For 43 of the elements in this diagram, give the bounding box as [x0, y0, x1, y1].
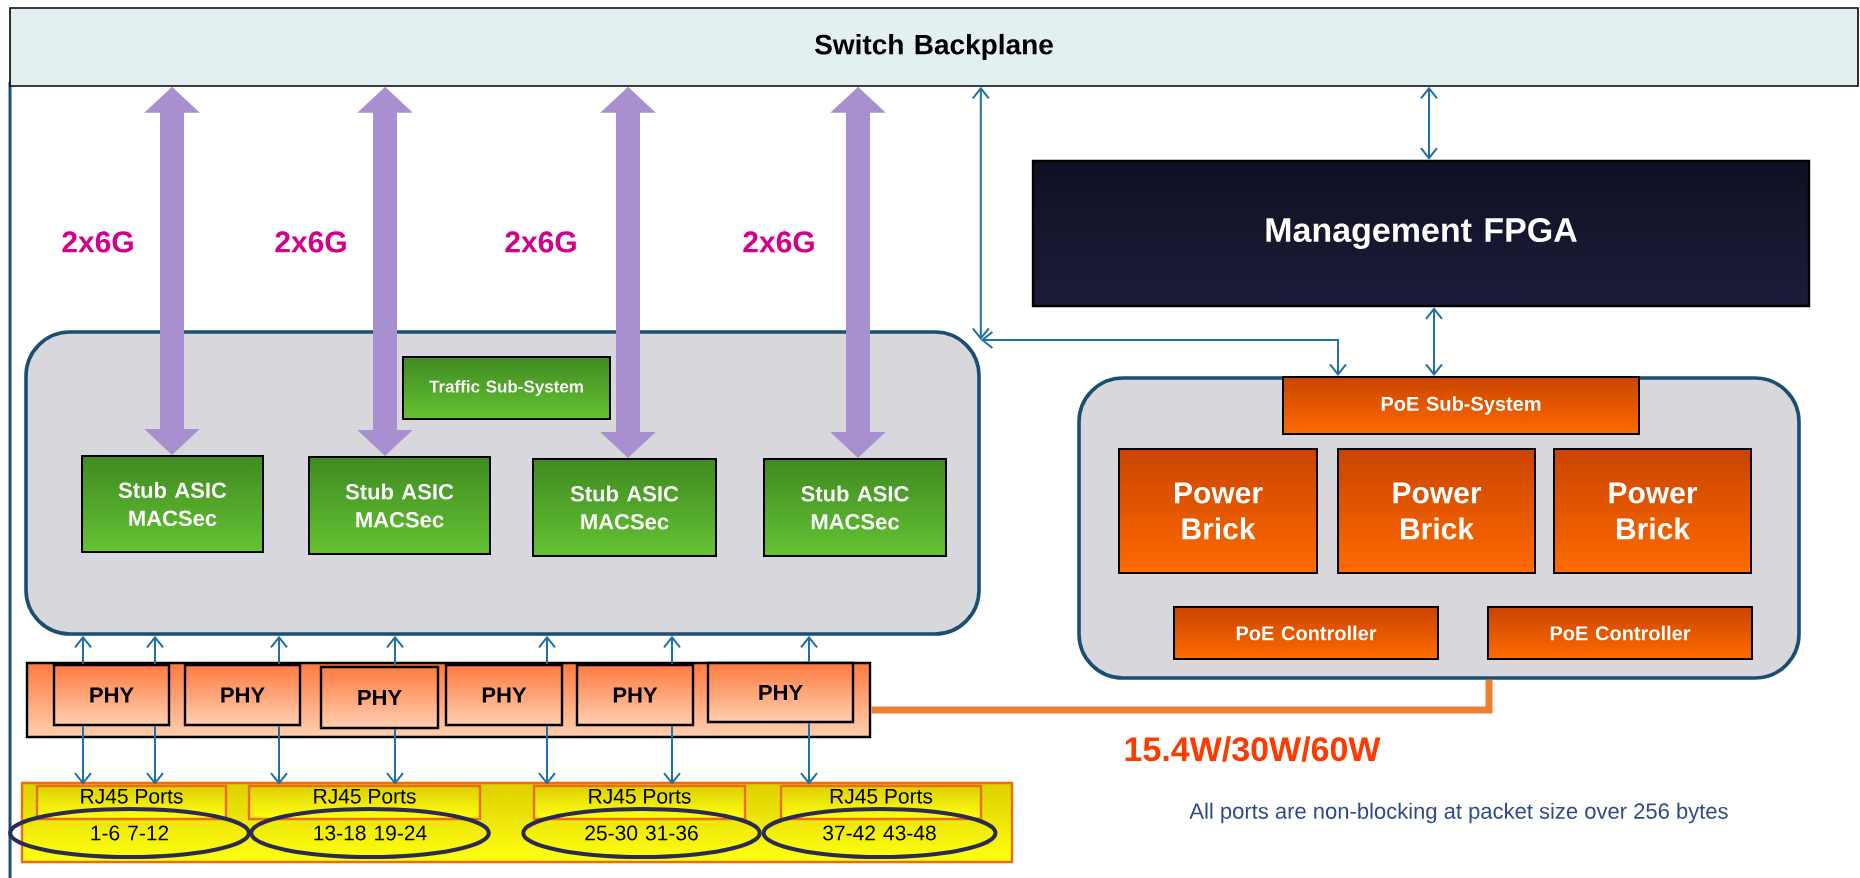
asic-box: Stub ASIC MACSec — [308, 456, 491, 555]
edge-label: 2x6G — [743, 231, 814, 253]
controller-box: PoE Controller — [1173, 606, 1439, 660]
fpga-box: Management FPGA — [1031, 159, 1811, 308]
asic-box: Stub ASIC MACSec — [763, 458, 947, 557]
edge-label: 2x6G — [62, 231, 133, 253]
arrow — [146, 725, 164, 785]
note-text: All ports are non-blocking at packet size over 256 bytes — [1189, 802, 1728, 824]
arrow — [386, 728, 404, 785]
subsystem-box: Traffic Sub-System — [402, 356, 611, 420]
asic-box: Stub ASIC MACSec — [532, 458, 717, 557]
controller-box: PoE Sub-System — [1282, 376, 1640, 435]
arrow — [1425, 307, 1443, 376]
controller-box: PoE Controller — [1487, 606, 1753, 660]
arrow — [146, 635, 164, 665]
arrow — [980, 331, 1347, 376]
asic-box: Stub ASIC MACSec — [81, 455, 264, 553]
arrow — [386, 635, 404, 667]
edge-label: 2x6G — [505, 231, 576, 253]
power-brick-box: Power Brick — [1553, 448, 1752, 574]
arrow — [663, 635, 681, 665]
phy-box: PHY — [183, 663, 302, 727]
arrow — [800, 722, 818, 785]
arrow — [74, 725, 92, 785]
arrow — [800, 635, 818, 663]
arrow — [270, 725, 288, 785]
phy-box: PHY — [319, 665, 440, 730]
arrow — [74, 635, 92, 665]
arrow — [538, 635, 556, 665]
arrow — [1420, 86, 1438, 160]
arrow — [270, 635, 288, 665]
phy-box: PHY — [575, 663, 695, 727]
backplane-bar: Switch Backplane — [9, 7, 1859, 87]
edge-label: 15.4W/30W/60W — [1125, 736, 1381, 762]
power-brick-box: Power Brick — [1337, 448, 1536, 574]
arrow — [971, 86, 990, 340]
phy-box: PHY — [52, 663, 171, 727]
power-brick-box: Power Brick — [1118, 448, 1318, 574]
edge-label: 2x6G — [275, 231, 346, 253]
phy-box: PHY — [444, 663, 564, 727]
phy-box: PHY — [706, 661, 855, 724]
arrow — [538, 725, 556, 785]
arrow — [663, 725, 681, 785]
